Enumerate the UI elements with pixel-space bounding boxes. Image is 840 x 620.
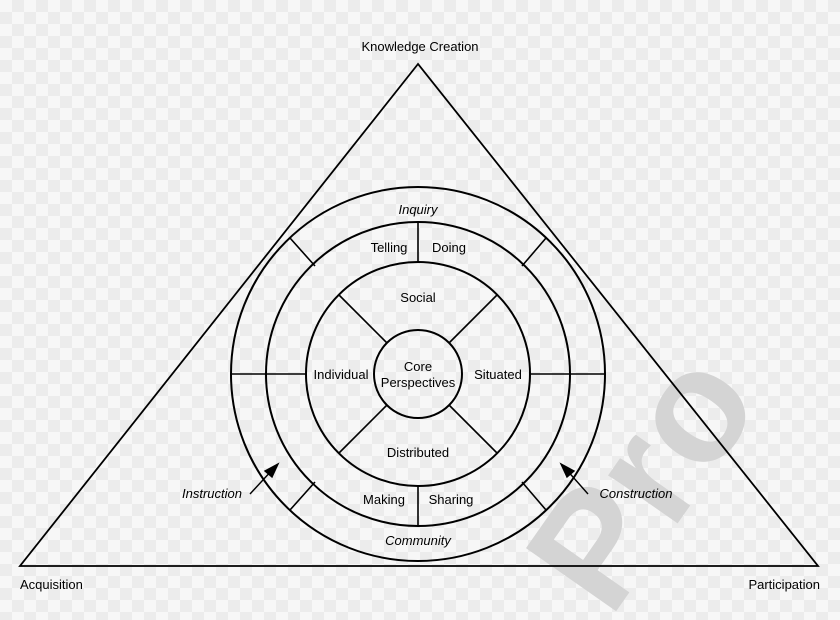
inner-ring-spokes [338,294,498,454]
construction-arrow [559,462,589,495]
middle-ring-label-making: Making [363,492,405,507]
inner-ring-label-individual: Individual [314,367,369,382]
instruction-arrow [249,462,280,495]
inner-ring-label-distributed: Distributed [387,445,449,460]
construction-label: Construction [600,486,673,501]
core-label-line1: Core [404,359,432,374]
core-circle [373,329,463,419]
middle-ring-label-doing: Doing [432,240,466,255]
middle-ring [265,221,571,527]
middle-ring-dividers [266,222,570,526]
outer-ring [230,186,606,562]
vertex-label-left: Acquisition [20,577,83,592]
outer-ring-label-top: Inquiry [398,202,439,217]
middle-ring-label-sharing: Sharing [429,492,474,507]
outer-ring-dividers [232,237,604,511]
vertex-label-right: Participation [748,577,820,592]
vertex-label-top: Knowledge Creation [361,39,478,54]
instruction-label: Instruction [182,486,242,501]
inner-ring-label-social: Social [400,290,436,305]
outer-ring-label-bottom: Community [385,533,452,548]
triangle-outline [18,62,820,567]
core-label-line2: Perspectives [381,375,456,390]
middle-ring-label-telling: Telling [371,240,408,255]
inner-ring-label-situated: Situated [474,367,522,382]
